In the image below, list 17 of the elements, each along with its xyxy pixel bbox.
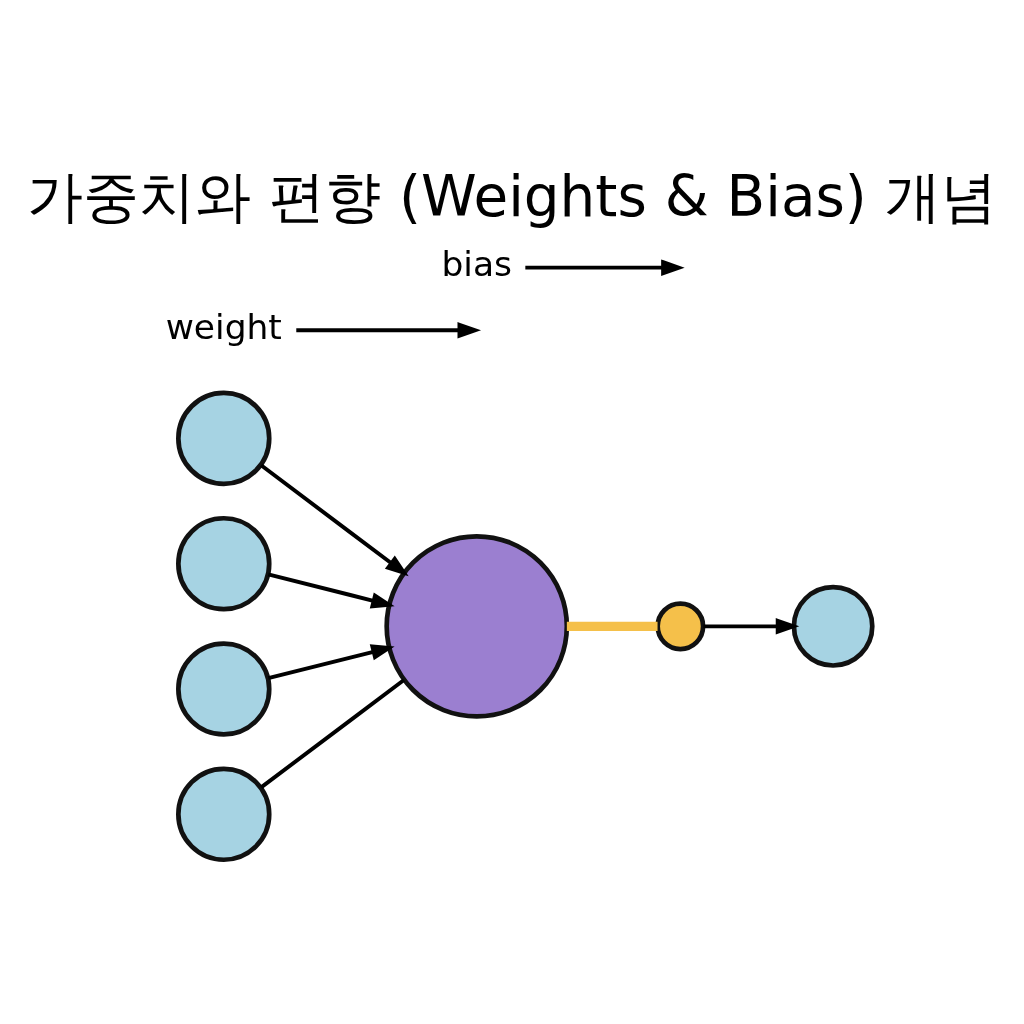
arrow bbox=[267, 644, 395, 681]
node-circle bbox=[176, 515, 272, 612]
node-circle bbox=[176, 766, 272, 863]
arrow bbox=[296, 322, 482, 339]
node-circle bbox=[655, 601, 706, 652]
node-text: weight bbox=[165, 307, 282, 348]
arrow bbox=[267, 572, 395, 609]
node-text: bias bbox=[441, 244, 513, 285]
arrow bbox=[525, 259, 685, 276]
node-circle bbox=[176, 390, 272, 487]
node-circle bbox=[791, 584, 875, 668]
connector bbox=[259, 678, 406, 789]
arrow bbox=[259, 463, 409, 577]
arrow bbox=[703, 618, 800, 635]
diagram-title: 가중치와 편향 (Weights & Bias) 개념 bbox=[27, 163, 997, 229]
node-circle bbox=[176, 641, 272, 737]
connector bbox=[566, 621, 658, 632]
